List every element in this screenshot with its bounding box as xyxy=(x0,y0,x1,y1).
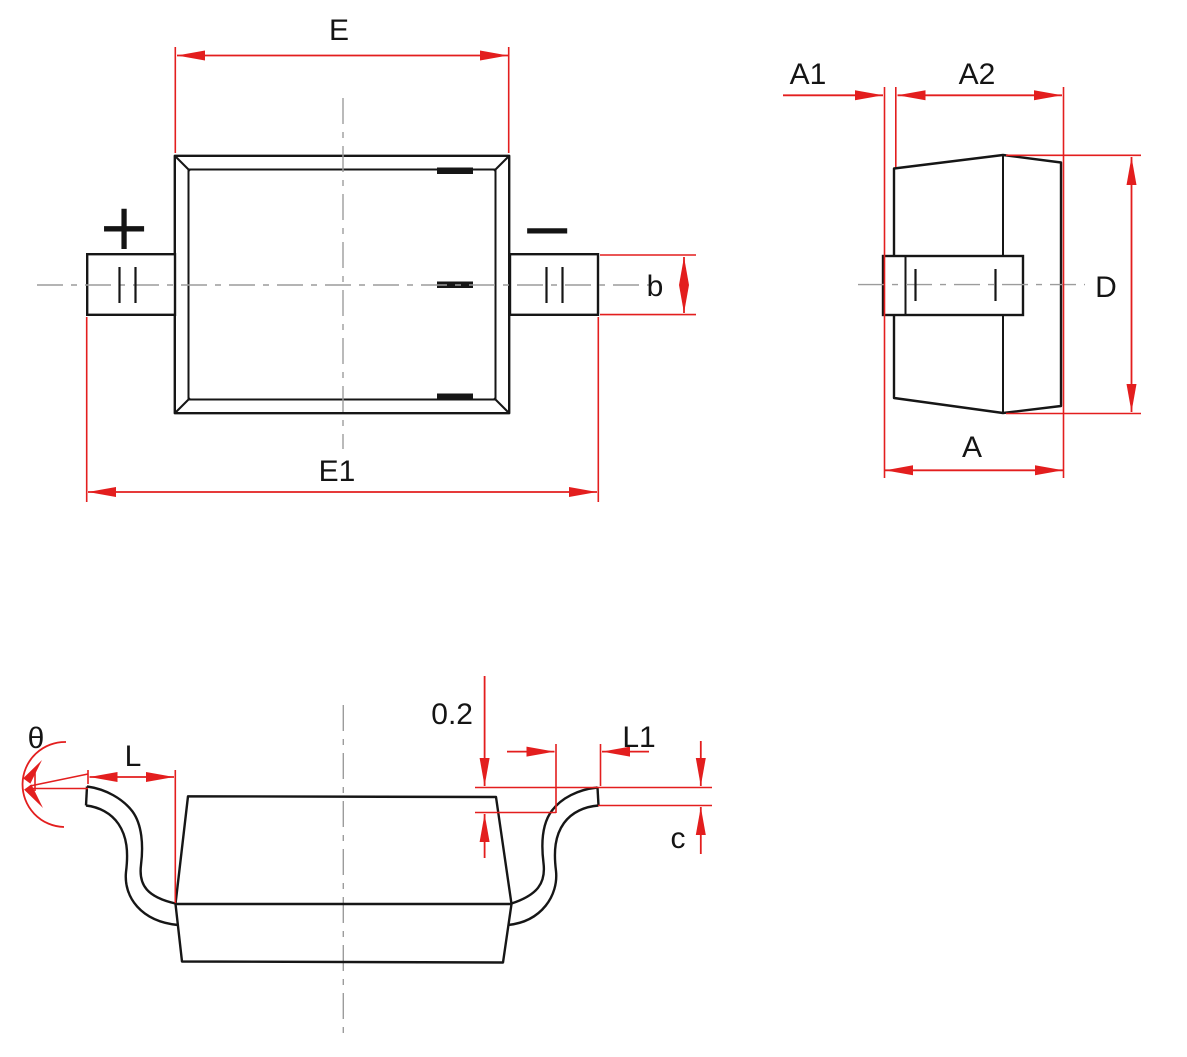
dimension-offset-02: 0.2 xyxy=(431,676,490,858)
cathode-band-mark xyxy=(437,167,473,174)
side-view: A1 A2 D A xyxy=(783,58,1141,478)
dimension-D: D xyxy=(1006,154,1141,415)
dim-label-A: A xyxy=(962,431,982,464)
dim-label-b: b xyxy=(647,270,664,303)
dimension-c: c xyxy=(671,741,706,855)
dim-label-c: c xyxy=(671,822,686,855)
front-view: θ L 0.2 L1 c xyxy=(21,676,712,1037)
dimension-L: L xyxy=(87,740,177,903)
lead-side-profile xyxy=(881,254,1025,317)
dimension-b: b xyxy=(600,254,696,316)
dimension-E: E xyxy=(174,14,510,153)
dim-label-A1: A1 xyxy=(790,58,827,91)
dimension-A: A xyxy=(885,431,1063,476)
angle-ray-sloped xyxy=(29,773,89,787)
corner-bevel xyxy=(175,397,191,413)
top-view: + − E E1 b xyxy=(37,14,696,502)
dim-label-A2: A2 xyxy=(959,58,996,91)
dimension-L1: L1 xyxy=(507,721,656,813)
right-gullwing-lead xyxy=(507,786,600,927)
arc-arrowhead xyxy=(24,784,43,808)
lead-tip-edge xyxy=(84,786,89,806)
lead-lower-surface xyxy=(85,804,179,927)
dim-label-L1: L1 xyxy=(622,721,655,754)
dim-label-E1: E1 xyxy=(319,455,356,488)
lead-lower-surface xyxy=(507,804,599,927)
left-gullwing-lead xyxy=(84,785,179,927)
polarity-minus-icon: − xyxy=(520,193,574,267)
dimension-A1: A1 xyxy=(783,58,897,478)
dim-label-D: D xyxy=(1095,271,1117,304)
lead-tip-edge xyxy=(596,787,600,806)
polarity-plus-icon: + xyxy=(97,191,151,265)
arc-arrowhead xyxy=(23,760,42,784)
dim-label-theta: θ xyxy=(28,722,45,755)
dimension-theta: θ xyxy=(21,722,89,828)
angle-arc xyxy=(21,741,67,828)
lead-upper-surface xyxy=(511,786,598,905)
dim-label-E: E xyxy=(329,14,349,47)
lead-upper-surface xyxy=(86,785,176,905)
dim-label-offset: 0.2 xyxy=(431,698,473,731)
dim-label-L: L xyxy=(125,740,142,773)
corner-bevel xyxy=(175,156,191,172)
corner-bevel xyxy=(493,156,509,172)
dimension-E1: E1 xyxy=(85,317,600,502)
cathode-band-mark xyxy=(437,393,473,400)
corner-bevel xyxy=(493,397,509,413)
